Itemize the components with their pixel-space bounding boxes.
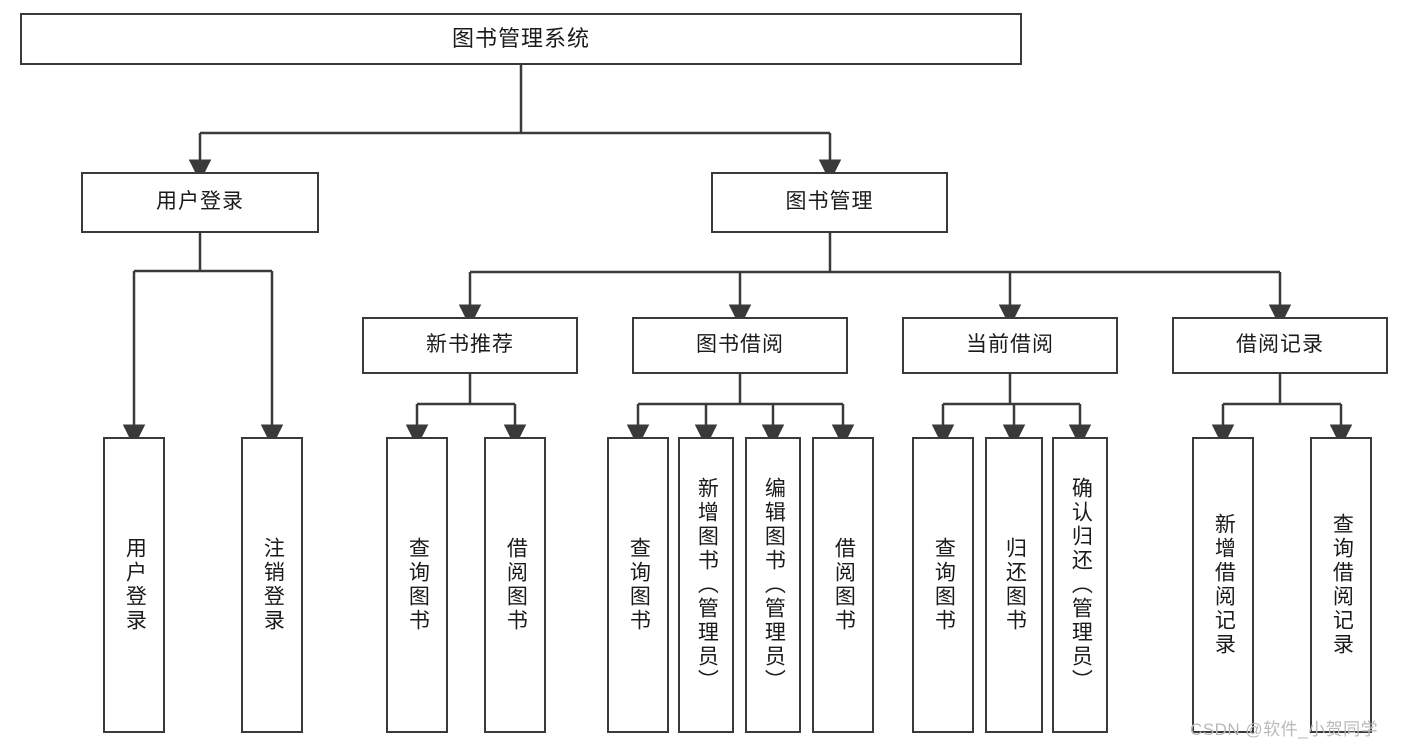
leaf-query-book-current[interactable]: 查询图书 xyxy=(912,437,974,733)
leaf-return-book[interactable]: 归还图书 xyxy=(985,437,1043,733)
leaf-borrow-book[interactable]: 借阅图书 xyxy=(812,437,874,733)
leaf-borrow-book-recommend[interactable]: 借阅图书 xyxy=(484,437,546,733)
watermark: CSDN @软件_小贺同学 xyxy=(1190,720,1379,739)
leaf-confirm-return-admin[interactable]: 确认归还（管理员） xyxy=(1052,437,1108,733)
leaf-logout[interactable]: 注销登录 xyxy=(241,437,303,733)
node-root[interactable]: 图书管理系统 xyxy=(20,13,1022,65)
leaf-query-borrow-record[interactable]: 查询借阅记录 xyxy=(1310,437,1372,733)
leaf-query-book-borrow[interactable]: 查询图书 xyxy=(607,437,669,733)
node-book-borrow[interactable]: 图书借阅 xyxy=(632,317,848,374)
leaf-query-book-recommend[interactable]: 查询图书 xyxy=(386,437,448,733)
node-book-manage[interactable]: 图书管理 xyxy=(711,172,948,233)
node-user-login[interactable]: 用户登录 xyxy=(81,172,319,233)
node-borrow-record[interactable]: 借阅记录 xyxy=(1172,317,1388,374)
leaf-edit-book-admin[interactable]: 编辑图书（管理员） xyxy=(745,437,801,733)
leaf-add-book-admin[interactable]: 新增图书（管理员） xyxy=(678,437,734,733)
node-current-borrow[interactable]: 当前借阅 xyxy=(902,317,1118,374)
leaf-user-login[interactable]: 用户登录 xyxy=(103,437,165,733)
leaf-add-borrow-record[interactable]: 新增借阅记录 xyxy=(1192,437,1254,733)
node-new-book-recommend[interactable]: 新书推荐 xyxy=(362,317,578,374)
